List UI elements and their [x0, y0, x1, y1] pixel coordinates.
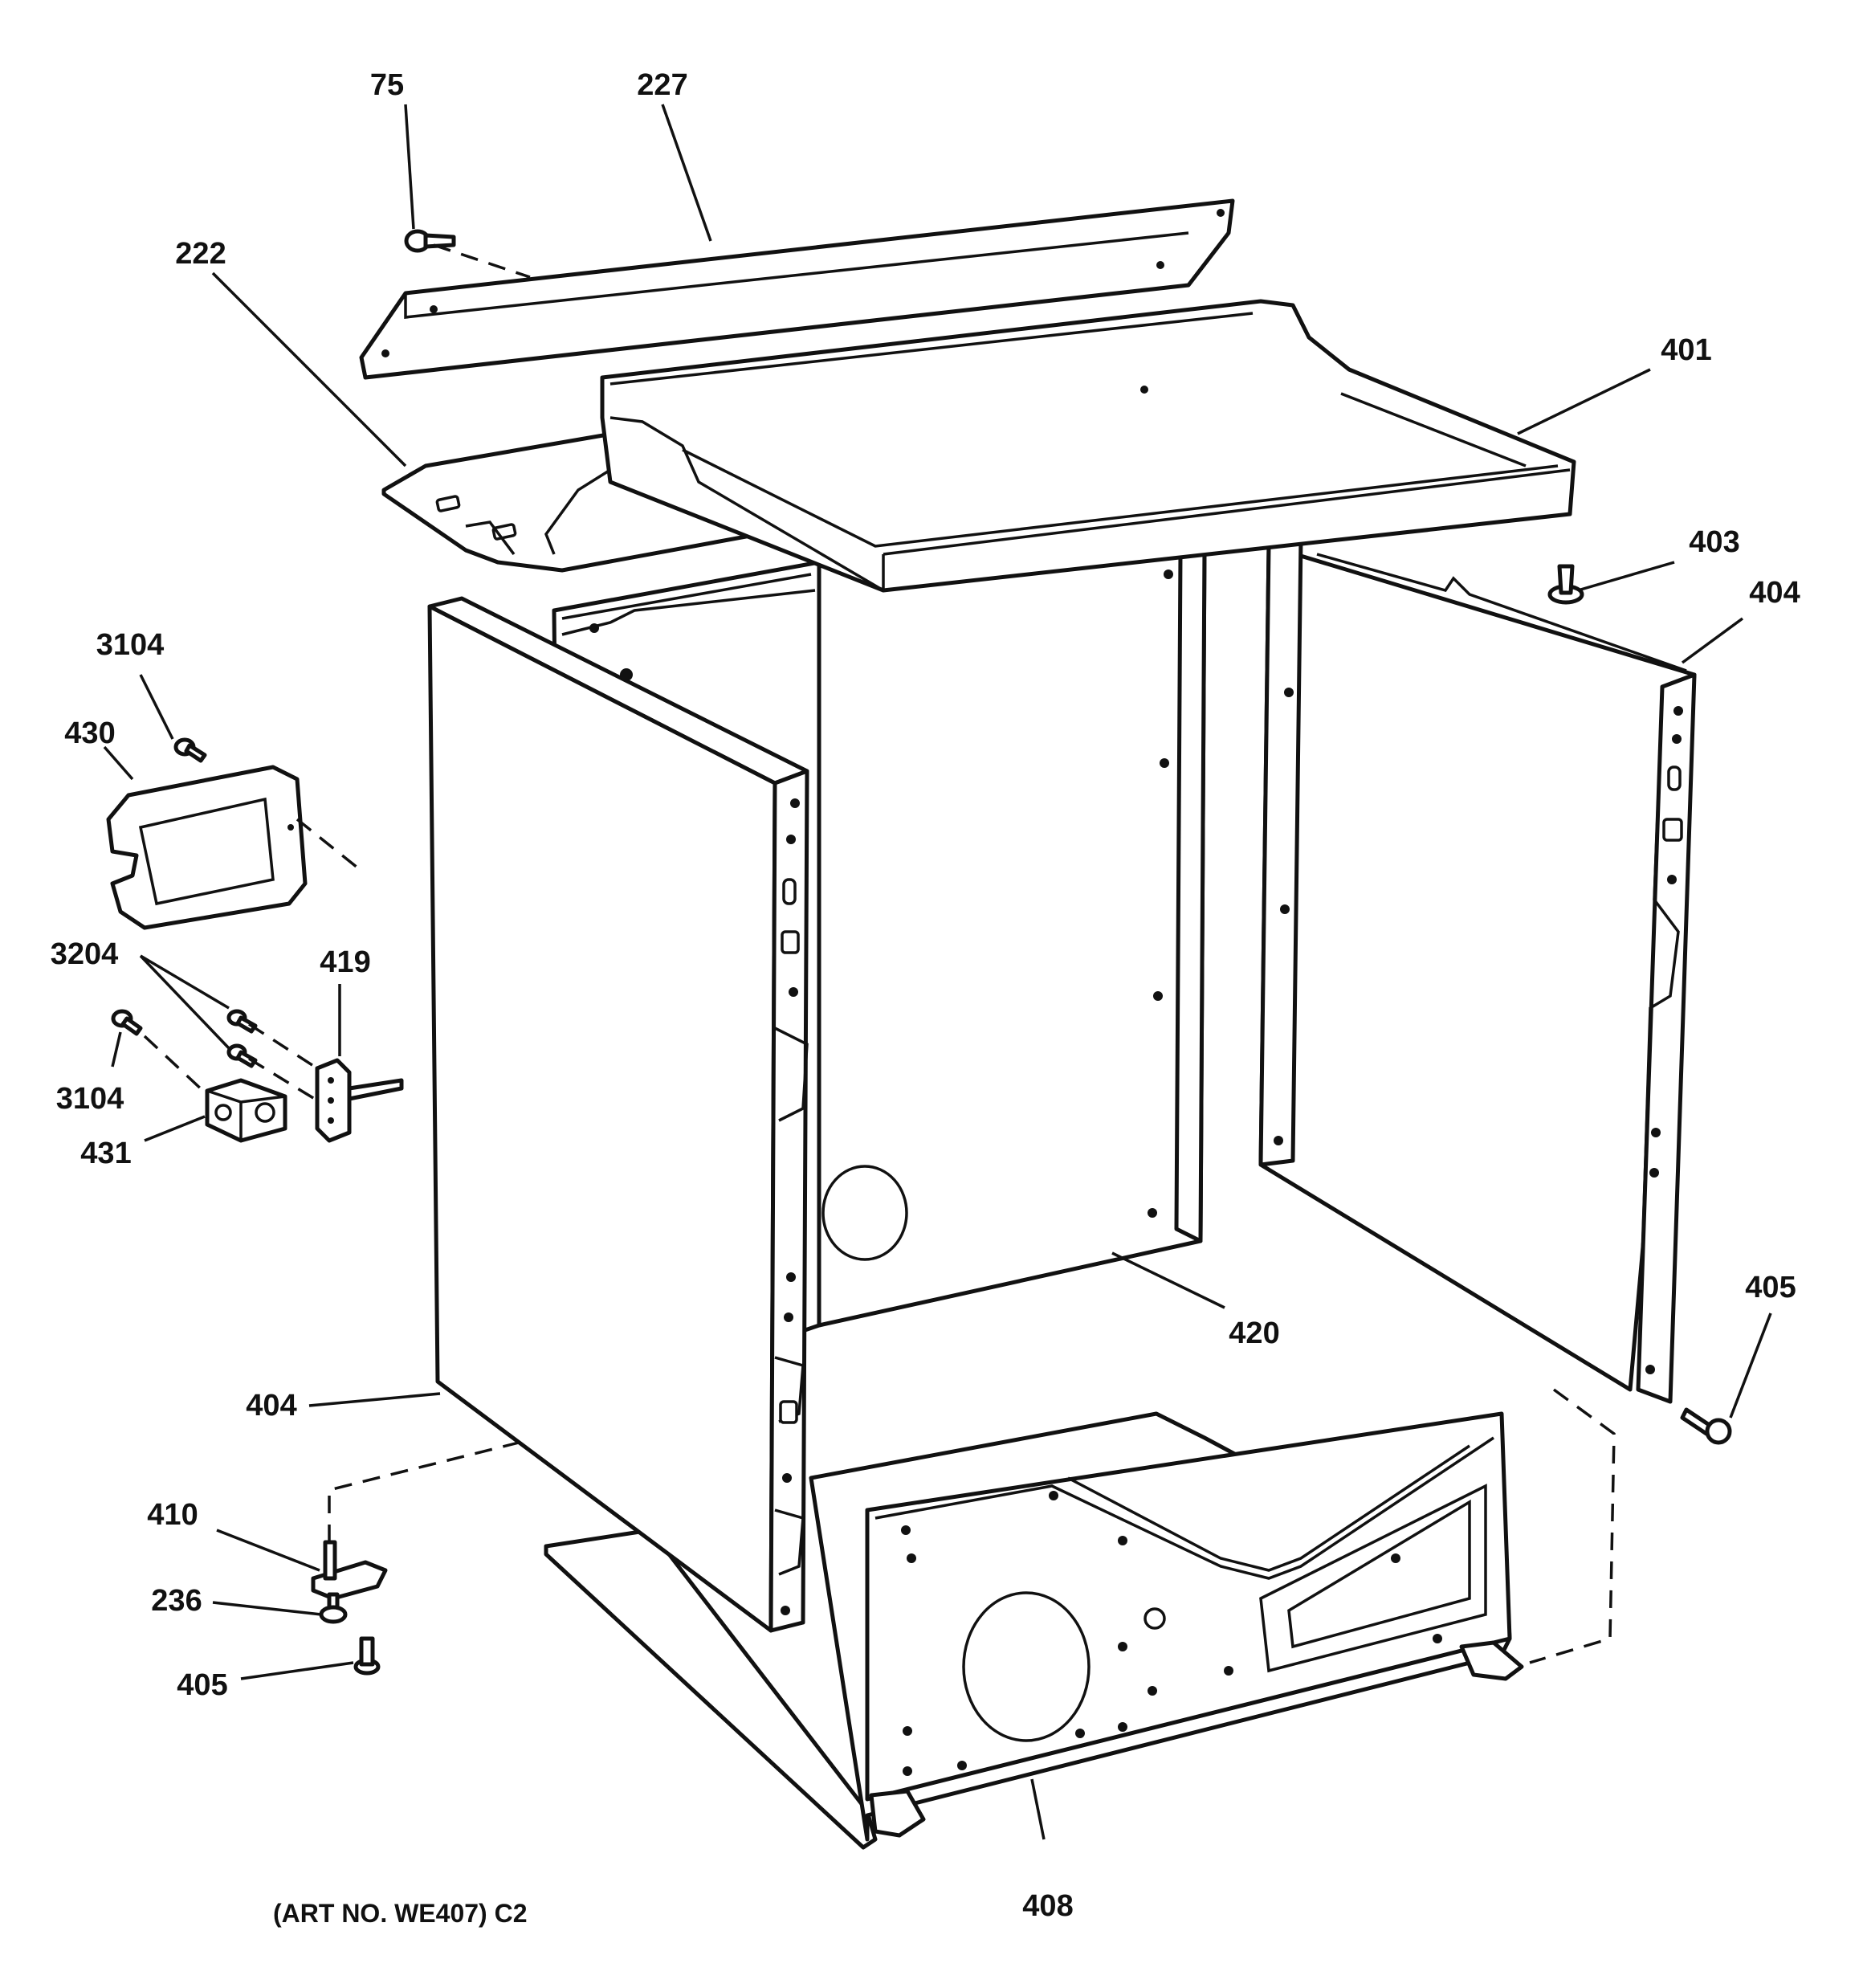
screw-75	[404, 229, 456, 253]
callout-222: 222	[175, 237, 226, 271]
top-panel-401	[600, 299, 1576, 593]
screws-3204	[226, 1009, 258, 1068]
screw-405-right	[1680, 1407, 1732, 1445]
callout-3104-bottom: 3104	[56, 1082, 124, 1116]
callout-401: 401	[1661, 333, 1711, 367]
foot-236	[319, 1605, 348, 1624]
side-panel-left-404	[427, 596, 809, 1633]
screw-3104-top	[173, 737, 207, 763]
callout-405-left: 405	[177, 1668, 227, 1702]
screw-403	[1547, 564, 1584, 605]
callout-403: 403	[1689, 525, 1739, 559]
callout-420: 420	[1229, 1316, 1279, 1350]
callout-431: 431	[80, 1137, 131, 1170]
callout-419: 419	[320, 945, 370, 979]
alignment-lines	[143, 243, 1616, 1664]
leveling-bracket-410	[311, 1540, 388, 1613]
terminal-block-419	[315, 1058, 404, 1143]
callout-404-right: 404	[1749, 576, 1800, 610]
base-frame-408	[544, 1411, 1524, 1850]
callout-236: 236	[151, 1584, 202, 1618]
screw-3104-bottom	[111, 1009, 143, 1036]
callout-labels: 75 227 222 401 403 404 3104 430 3204 419…	[51, 68, 1800, 1923]
art-number: (ART NO. WE407) C2	[273, 1899, 527, 1928]
callout-404-left: 404	[246, 1389, 296, 1423]
leader-lines	[103, 104, 1772, 1840]
leveling-leg-405-left	[353, 1636, 381, 1676]
callout-3104-top: 3104	[96, 628, 165, 662]
callout-227: 227	[637, 68, 687, 102]
side-panel-right-404	[1258, 536, 1697, 1404]
callout-75: 75	[370, 68, 404, 102]
bracket-431	[205, 1078, 287, 1143]
callout-408: 408	[1022, 1889, 1073, 1923]
callout-3204: 3204	[51, 937, 119, 971]
rail-227	[359, 198, 1235, 380]
callout-430: 430	[64, 716, 115, 750]
cover-plate-430	[106, 765, 308, 930]
callout-410: 410	[147, 1498, 198, 1532]
callout-405-right: 405	[1745, 1271, 1796, 1304]
